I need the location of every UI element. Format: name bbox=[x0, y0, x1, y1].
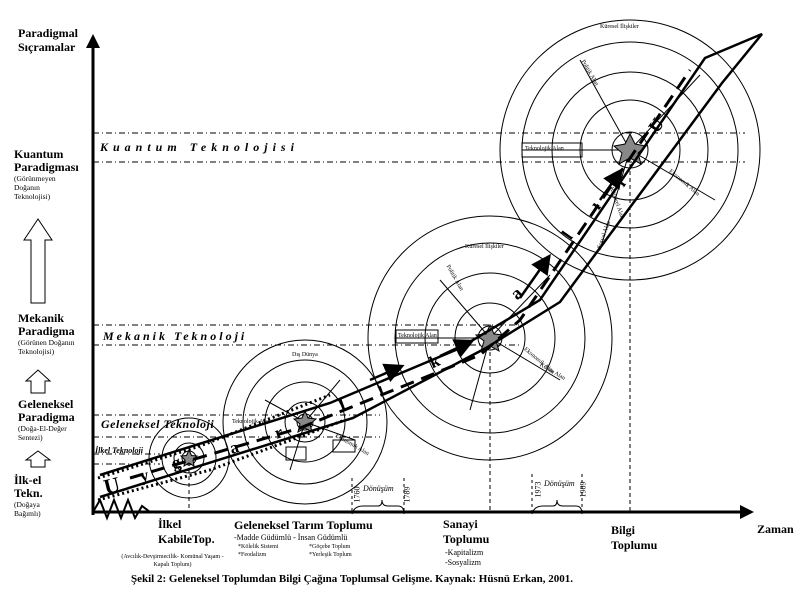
era-agrarian-sub-b-1: *Göçebe Toplum bbox=[309, 544, 351, 550]
paradigm-primitive: İlk-el Tekn. (Doğaya Bağımlı) bbox=[14, 473, 88, 519]
ind-global-label: Küresel İlişkiler bbox=[465, 244, 504, 250]
paradigm-quantum-sub-1: (Görünmeyen bbox=[14, 174, 56, 183]
y-axis-title: Paradigmal Sıçramalar bbox=[18, 26, 78, 54]
y-axis-title-line-2: Sıçramalar bbox=[18, 40, 76, 54]
x-axis-title: Zaman bbox=[757, 522, 794, 536]
x-axis-arrowhead bbox=[740, 505, 754, 519]
agr-outer-label: Dış Dünya bbox=[292, 352, 318, 358]
paradigm-traditional-sub-1: (Doğa-El-Değer bbox=[18, 424, 67, 433]
era-agrarian-title: Geleneksel Tarım Toplumu bbox=[234, 518, 373, 532]
era-agrarian-sub: -Madde Güdümlü - İnsan Güdümlü bbox=[234, 533, 348, 542]
era-agrarian-sub-a-1: *Kölelik Sistemi bbox=[238, 544, 279, 550]
paradigm-quantum-sub-2: Doğanın bbox=[14, 183, 40, 192]
info-global-label: Küresel İlişkiler bbox=[600, 24, 639, 30]
era-drop-lines bbox=[188, 150, 631, 512]
era-industrial-sub-2: -Sosyalizm bbox=[445, 558, 481, 567]
transition-2-label: Dönüşüm bbox=[544, 479, 575, 488]
paradigm-primitive-sub-2: Bağımlı) bbox=[14, 509, 41, 518]
dotted-path bbox=[97, 393, 346, 502]
agr-tech-label: Teknolojik Alan bbox=[232, 419, 271, 425]
information-circles bbox=[499, 19, 761, 281]
era-information-title-1: Bilgi bbox=[611, 523, 636, 537]
development-arrow bbox=[99, 32, 763, 499]
era-industrial-title-1: Sanayi bbox=[443, 517, 478, 531]
transition-1-label: Dönüşüm bbox=[363, 484, 394, 493]
paradigm-mechanic-sub-2: Teknolojisi) bbox=[18, 347, 55, 356]
paradigm-primitive-line-2: Tekn. bbox=[14, 486, 43, 500]
paradigm-primitive-sub-1: (Doğaya bbox=[14, 500, 40, 509]
era-industrial-title-2: Toplumu bbox=[443, 532, 490, 546]
transition-brackets bbox=[351, 474, 583, 515]
paradigm-quantum-sub-3: Teknolojisi) bbox=[14, 192, 51, 201]
era-information-title-2: Toplumu bbox=[611, 538, 658, 552]
info-tech-label: Teknolojik Alan bbox=[525, 146, 564, 152]
paradigm-arrows bbox=[23, 218, 53, 468]
center-stars bbox=[179, 132, 648, 467]
paradigm-traditional: Geleneksel Paradigma (Doğa-El-Değer Sent… bbox=[18, 397, 92, 443]
paradigm-mechanic: Mekanik Paradigma (Görünen Doğanın Tekno… bbox=[18, 311, 92, 357]
transition-1-end: 1789 bbox=[402, 486, 412, 503]
era-agrarian-sub-a: *Kölelik Sistemi *Feodalizm bbox=[238, 543, 279, 559]
era-information: Bilgi Toplumu bbox=[611, 523, 657, 553]
paradigm-mechanic-line-2: Paradigma bbox=[18, 324, 75, 338]
transition-2-end: 1989 bbox=[578, 481, 588, 498]
era-industrial-sub: -Kapitalizm -Sosyalizm bbox=[445, 548, 483, 568]
tech-label-traditional: Geleneksel Teknoloji bbox=[101, 417, 215, 431]
agrarian-circles bbox=[222, 339, 388, 505]
figure-caption: Şekil 2: Geleneksel Toplumdan Bilgi Çağı… bbox=[131, 573, 573, 585]
era-industrial: Sanayi Toplumu bbox=[443, 517, 489, 547]
era-tribal: İlkel KabileTop. bbox=[158, 517, 215, 547]
paradigm-mechanic-line-1: Mekanik bbox=[18, 311, 65, 325]
era-agrarian-sub-b: *Göçebe Toplum *Yerleşik Toplum bbox=[309, 543, 352, 559]
ind-tech-label: Teknolojik Alan bbox=[398, 333, 437, 339]
paradigm-quantum-line-1: Kuantum bbox=[14, 147, 64, 161]
era-industrial-sub-1: -Kapitalizm bbox=[445, 548, 484, 557]
paradigm-mechanic-sub-1: (Görünen Doğanın bbox=[18, 338, 75, 347]
era-tribal-title-2: KabileTop. bbox=[158, 532, 215, 546]
paradigm-traditional-line-1: Geleneksel bbox=[18, 397, 74, 411]
paradigm-traditional-sub-2: Sentezi) bbox=[18, 433, 43, 442]
era-tribal-title-1: İlkel bbox=[158, 517, 182, 531]
transition-2-start: 1973 bbox=[533, 481, 543, 498]
axis-break bbox=[92, 497, 151, 521]
paradigm-quantum-line-2: Paradigması bbox=[14, 160, 79, 174]
y-axis-arrowhead bbox=[86, 34, 100, 48]
era-agrarian-sub-a-2: *Feodalizm bbox=[238, 552, 267, 558]
tech-label-primitive: İlkel Teknoloji bbox=[95, 446, 143, 455]
era-agrarian-sub-b-2: *Yerleşik Toplum bbox=[309, 552, 352, 558]
era-tribal-sub: (Avcılık-Devşirmecilik- Komünal Yaşam - … bbox=[121, 554, 224, 568]
paradigm-quantum: Kuantum Paradigması (Görünmeyen Doğanın … bbox=[14, 147, 88, 202]
paradigm-traditional-line-2: Paradigma bbox=[18, 410, 75, 424]
tech-label-mechanic: Mekanik Teknoloji bbox=[103, 329, 248, 343]
path-arrows bbox=[369, 167, 623, 383]
transition-1-start: 1760 bbox=[352, 486, 362, 503]
paradigm-primitive-line-1: İlk-el bbox=[14, 473, 42, 487]
y-axis-title-line-1: Paradigmal bbox=[18, 26, 78, 40]
tech-label-quantum: Kuantum Teknolojisi bbox=[100, 140, 299, 154]
inner-dashed-arrow bbox=[129, 69, 692, 480]
industrial-circles bbox=[367, 215, 613, 461]
